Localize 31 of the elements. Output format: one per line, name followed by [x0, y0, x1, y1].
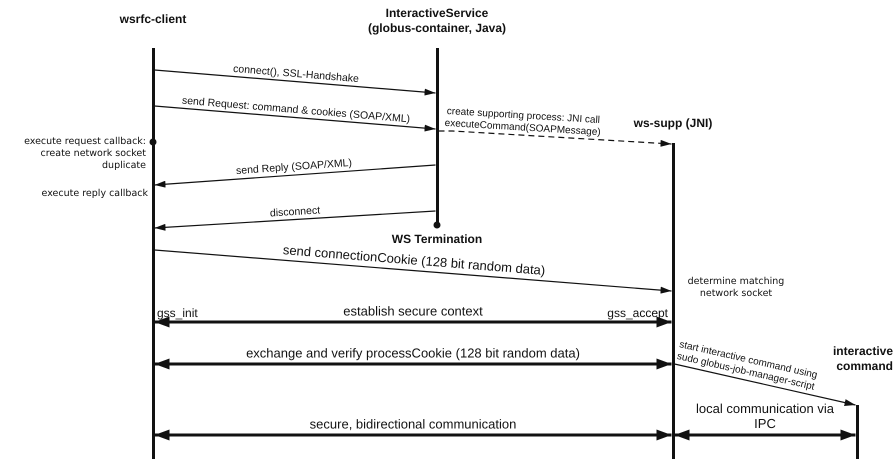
arrow: [154, 164, 436, 188]
note-text: gss_init: [157, 307, 199, 319]
arrow: [154, 316, 672, 328]
arrow: [674, 430, 856, 440]
arrow: [154, 105, 436, 132]
edge-label: send Request: command & cookies (SOAP/XML): [181, 94, 410, 125]
arrow: [438, 130, 672, 148]
arrow: [674, 363, 856, 407]
lifeline-title: interactive command: [832, 344, 893, 374]
edge-label: establish secure context: [343, 304, 483, 319]
note-text: gss_accept: [606, 307, 668, 319]
lifeline-title: ws-supp (JNI): [632, 116, 714, 131]
lifeline-end-label: WS Termination: [390, 233, 484, 245]
note-text: execute request callback: create network socket duplicate: [23, 136, 146, 172]
edge-label: connect(), SSL-Handshake: [232, 62, 359, 85]
arrow: [154, 430, 672, 440]
lifeline-title: InteractiveService (globus-container, Java): [366, 6, 508, 36]
arrow: [154, 69, 436, 96]
edge-label: send Reply (SOAP/XML): [236, 156, 353, 178]
edge-label: exchange and verify processCookie (128 bit random data): [246, 346, 580, 361]
note-text: determine matching network socket: [686, 276, 786, 300]
edge-label: create supporting process: JNI call executeCommand(SOAPMessage): [443, 104, 602, 140]
edge-label: send connectionCookie (128 bit random data): [282, 243, 546, 279]
edge-label: disconnect: [269, 204, 320, 220]
edge-label: local communication via IPC: [695, 402, 835, 432]
note-text: execute reply callback: [40, 188, 148, 200]
lifeline-title: wsrfc-client: [118, 12, 188, 27]
arrow: [154, 358, 672, 370]
edge-label: secure, bidirectional communication: [310, 417, 516, 432]
arrow: [154, 249, 672, 294]
arrow: [154, 210, 436, 232]
